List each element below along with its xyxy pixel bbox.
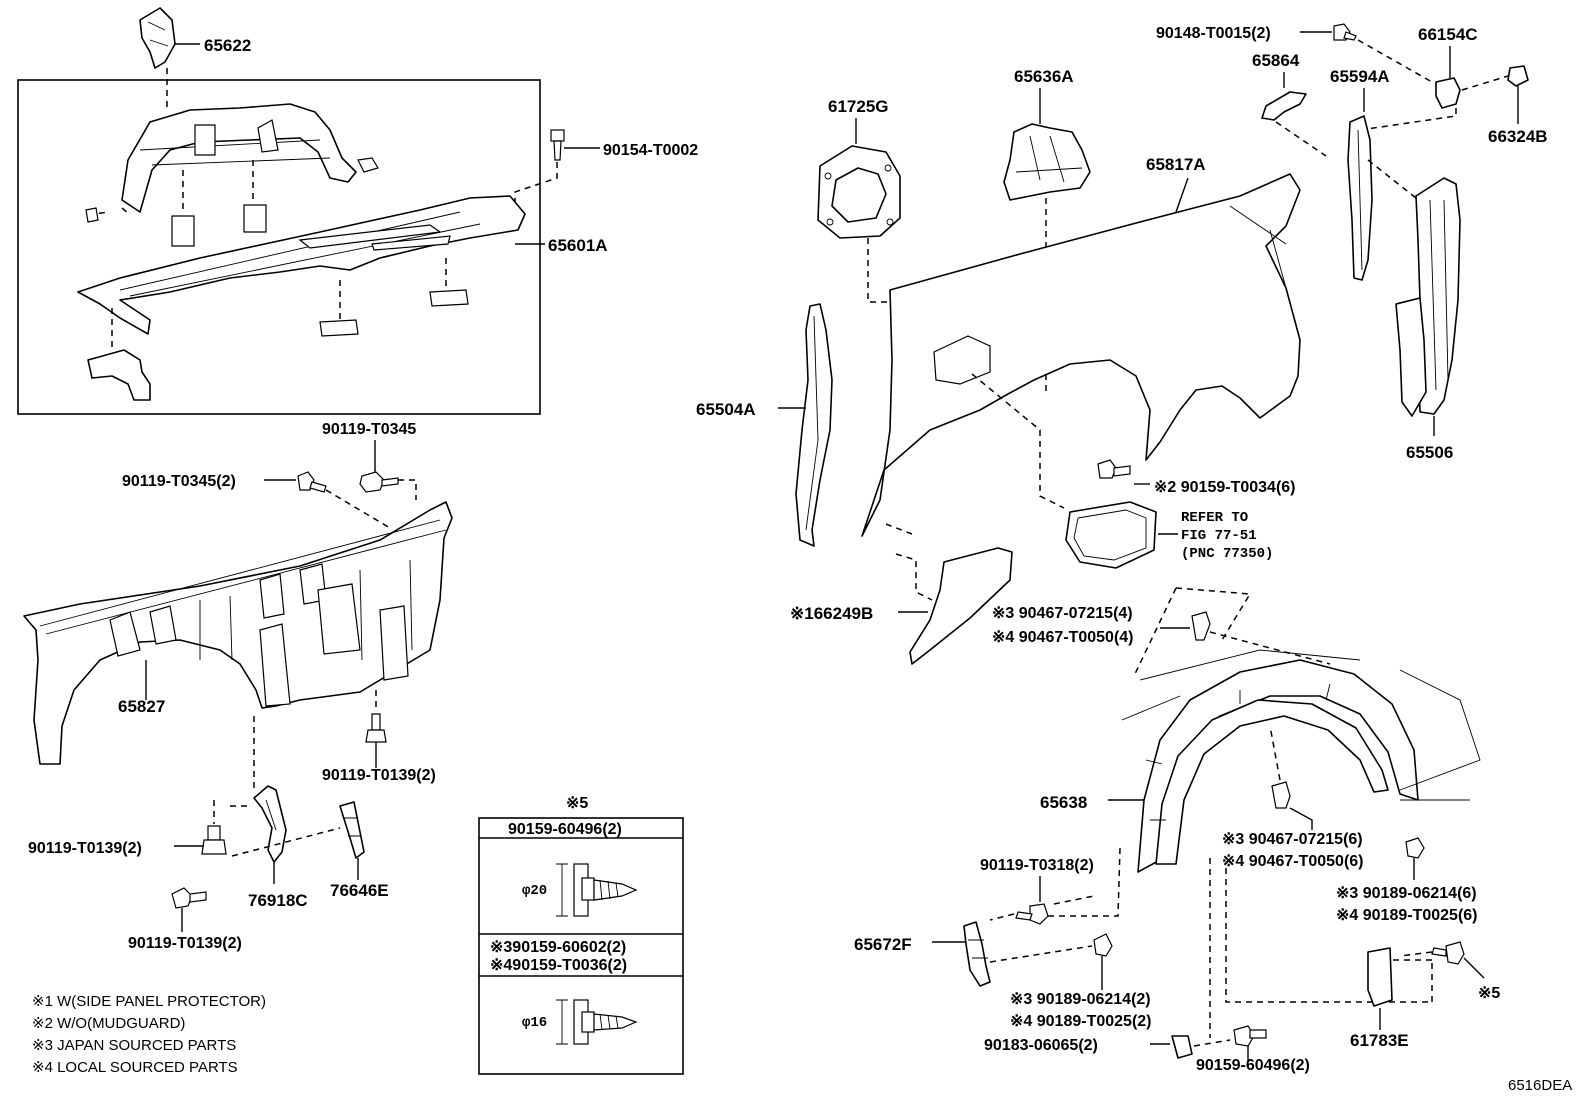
label-clip-top-3: ※3 90467-07215(4) <box>992 605 1133 622</box>
clip-90467-top <box>1191 611 1211 641</box>
inset-row1-dim: φ20 <box>522 883 547 899</box>
inset-row2-part-3: ※390159-60602(2) <box>490 939 626 956</box>
label-76646E: 76646E <box>330 881 389 900</box>
label-90159-60496: 90159-60496(2) <box>1196 1057 1310 1074</box>
label-90119-T0345: 90119-T0345 <box>322 421 416 438</box>
assembly-box-65601A <box>17 79 541 415</box>
part-65864 <box>1261 91 1307 121</box>
label-clip-mid-4: ※4 90467-T0050(6) <box>1222 853 1364 870</box>
label-90189-4b: ※4 90189-T0025(2) <box>1010 1013 1152 1030</box>
part-76918C <box>253 785 287 863</box>
label-clip-mid-3: ※3 90467-07215(6) <box>1222 831 1363 848</box>
bracket-lower-front <box>87 349 151 401</box>
part-65817A <box>861 173 1301 537</box>
label-90119-T0345-2: 90119-T0345(2) <box>122 473 236 490</box>
label-65638: 65638 <box>1040 793 1087 812</box>
legend-item-2: ※2 W/O(MUDGUARD) <box>32 1015 185 1032</box>
part-65594A <box>1347 115 1373 281</box>
legend: ※1 W(SIDE PANEL PROTECTOR) ※2 W/O(MUDGUA… <box>32 993 266 1076</box>
figure-code: 6516DEA <box>1508 1077 1572 1094</box>
screw-90159-60496 <box>1233 1025 1267 1047</box>
bolt-90119-T0318 <box>1015 903 1049 925</box>
label-refer-to: REFER TO <box>1181 510 1248 526</box>
label-61783E: 61783E <box>1350 1031 1409 1050</box>
legend-item-1: ※1 W(SIDE PANEL PROTECTOR) <box>32 993 266 1010</box>
label-66249B: ※166249B <box>790 604 873 623</box>
label-65601A: 65601A <box>548 236 608 255</box>
label-note-5: ※5 <box>1478 985 1500 1002</box>
screw-90148-T0015 <box>1333 23 1357 41</box>
label-66154C: 66154C <box>1418 25 1478 44</box>
label-65817A: 65817A <box>1146 155 1206 174</box>
inset-row1-part: 90159-60496(2) <box>508 821 622 838</box>
bolt-90119-T0139-center <box>365 713 387 743</box>
bracket-b <box>243 204 267 233</box>
label-61725G: 61725G <box>828 97 889 116</box>
part-76646E <box>339 801 365 859</box>
label-90119-T0139-2c: 90119-T0139(2) <box>128 935 242 952</box>
label-76918C: 76918C <box>248 891 308 910</box>
bolt-90119-T0139-lower <box>171 887 207 909</box>
part-65504A <box>795 303 833 547</box>
bolt-90119-T0139-left <box>201 825 227 855</box>
label-65594A: 65594A <box>1330 67 1390 86</box>
label-65504A: 65504A <box>696 400 756 419</box>
clip-small <box>85 207 99 223</box>
label-90119-T0139-2b: 90119-T0139(2) <box>28 840 142 857</box>
bolt-90154-T0002 <box>550 129 565 161</box>
legend-item-4: ※4 LOCAL SOURCED PARTS <box>32 1059 238 1076</box>
label-90189-3a: ※3 90189-06214(6) <box>1336 885 1477 902</box>
legend-item-3: ※3 JAPAN SOURCED PARTS <box>32 1037 236 1054</box>
bolt-90119-T0345-top <box>359 471 399 493</box>
inset-title: ※5 <box>566 795 588 812</box>
inset-row2-dim: φ16 <box>522 1015 547 1031</box>
part-66154C <box>1435 77 1461 109</box>
nut-90189-right <box>1405 837 1425 859</box>
part-65672F <box>963 921 991 987</box>
label-65827: 65827 <box>118 697 165 716</box>
pad-a <box>319 319 359 337</box>
part-61783E <box>1367 947 1393 1007</box>
part-65622 <box>139 7 176 69</box>
part-66249B <box>909 547 1013 665</box>
part-65827 <box>23 501 453 765</box>
bracket-a <box>171 215 195 247</box>
part-65506 <box>1395 177 1461 417</box>
label-90189-3b: ※3 90189-06214(2) <box>1010 991 1151 1008</box>
label-66324B: 66324B <box>1488 127 1548 146</box>
nut-90189-mid <box>1093 933 1113 957</box>
label-65636A: 65636A <box>1014 67 1074 86</box>
part-61725G <box>817 145 901 239</box>
label-90119-T0139-2a: 90119-T0139(2) <box>322 767 436 784</box>
clip-90467-mid <box>1271 781 1291 809</box>
part-66324B <box>1507 65 1529 87</box>
label-refer-pnc: (PNC 77350) <box>1181 546 1273 562</box>
label-clip-top-4: ※4 90467-T0050(4) <box>992 629 1134 646</box>
label-90119-T0318: 90119-T0318(2) <box>980 857 1094 874</box>
part-65636A <box>1003 123 1091 201</box>
label-65622: 65622 <box>204 36 251 55</box>
label-65864: 65864 <box>1252 51 1300 70</box>
inset-note-5: ※5 90159-60496(2) ※390159-60602(2) ※4901… <box>478 795 684 1075</box>
bolt-90159-T0034 <box>1097 459 1131 479</box>
label-90148-T0015: 90148-T0015(2) <box>1156 25 1271 42</box>
label-90189-4a: ※4 90189-T0025(6) <box>1336 907 1478 924</box>
label-90154-T0002: 90154-T0002 <box>603 142 698 159</box>
screw-note-5 <box>1431 941 1465 965</box>
label-refer-fig: FIG 77-51 <box>1181 528 1257 544</box>
label-65672F: 65672F <box>854 935 912 954</box>
part-upper-rear-panel <box>121 103 379 213</box>
part-65601A <box>77 195 526 335</box>
label-65506: 65506 <box>1406 443 1453 462</box>
label-90159-T0034: ※2 90159-T0034(6) <box>1154 479 1296 496</box>
bolt-90119-T0345-left <box>297 471 327 493</box>
pad-b <box>429 289 469 307</box>
part-fuel-lid <box>1065 501 1157 569</box>
part-90183-06065 <box>1171 1035 1193 1059</box>
inset-row2-part-4: ※490159-T0036(2) <box>490 957 627 974</box>
part-65638 <box>1121 649 1481 873</box>
label-90183-06065: 90183-06065(2) <box>984 1037 1098 1054</box>
